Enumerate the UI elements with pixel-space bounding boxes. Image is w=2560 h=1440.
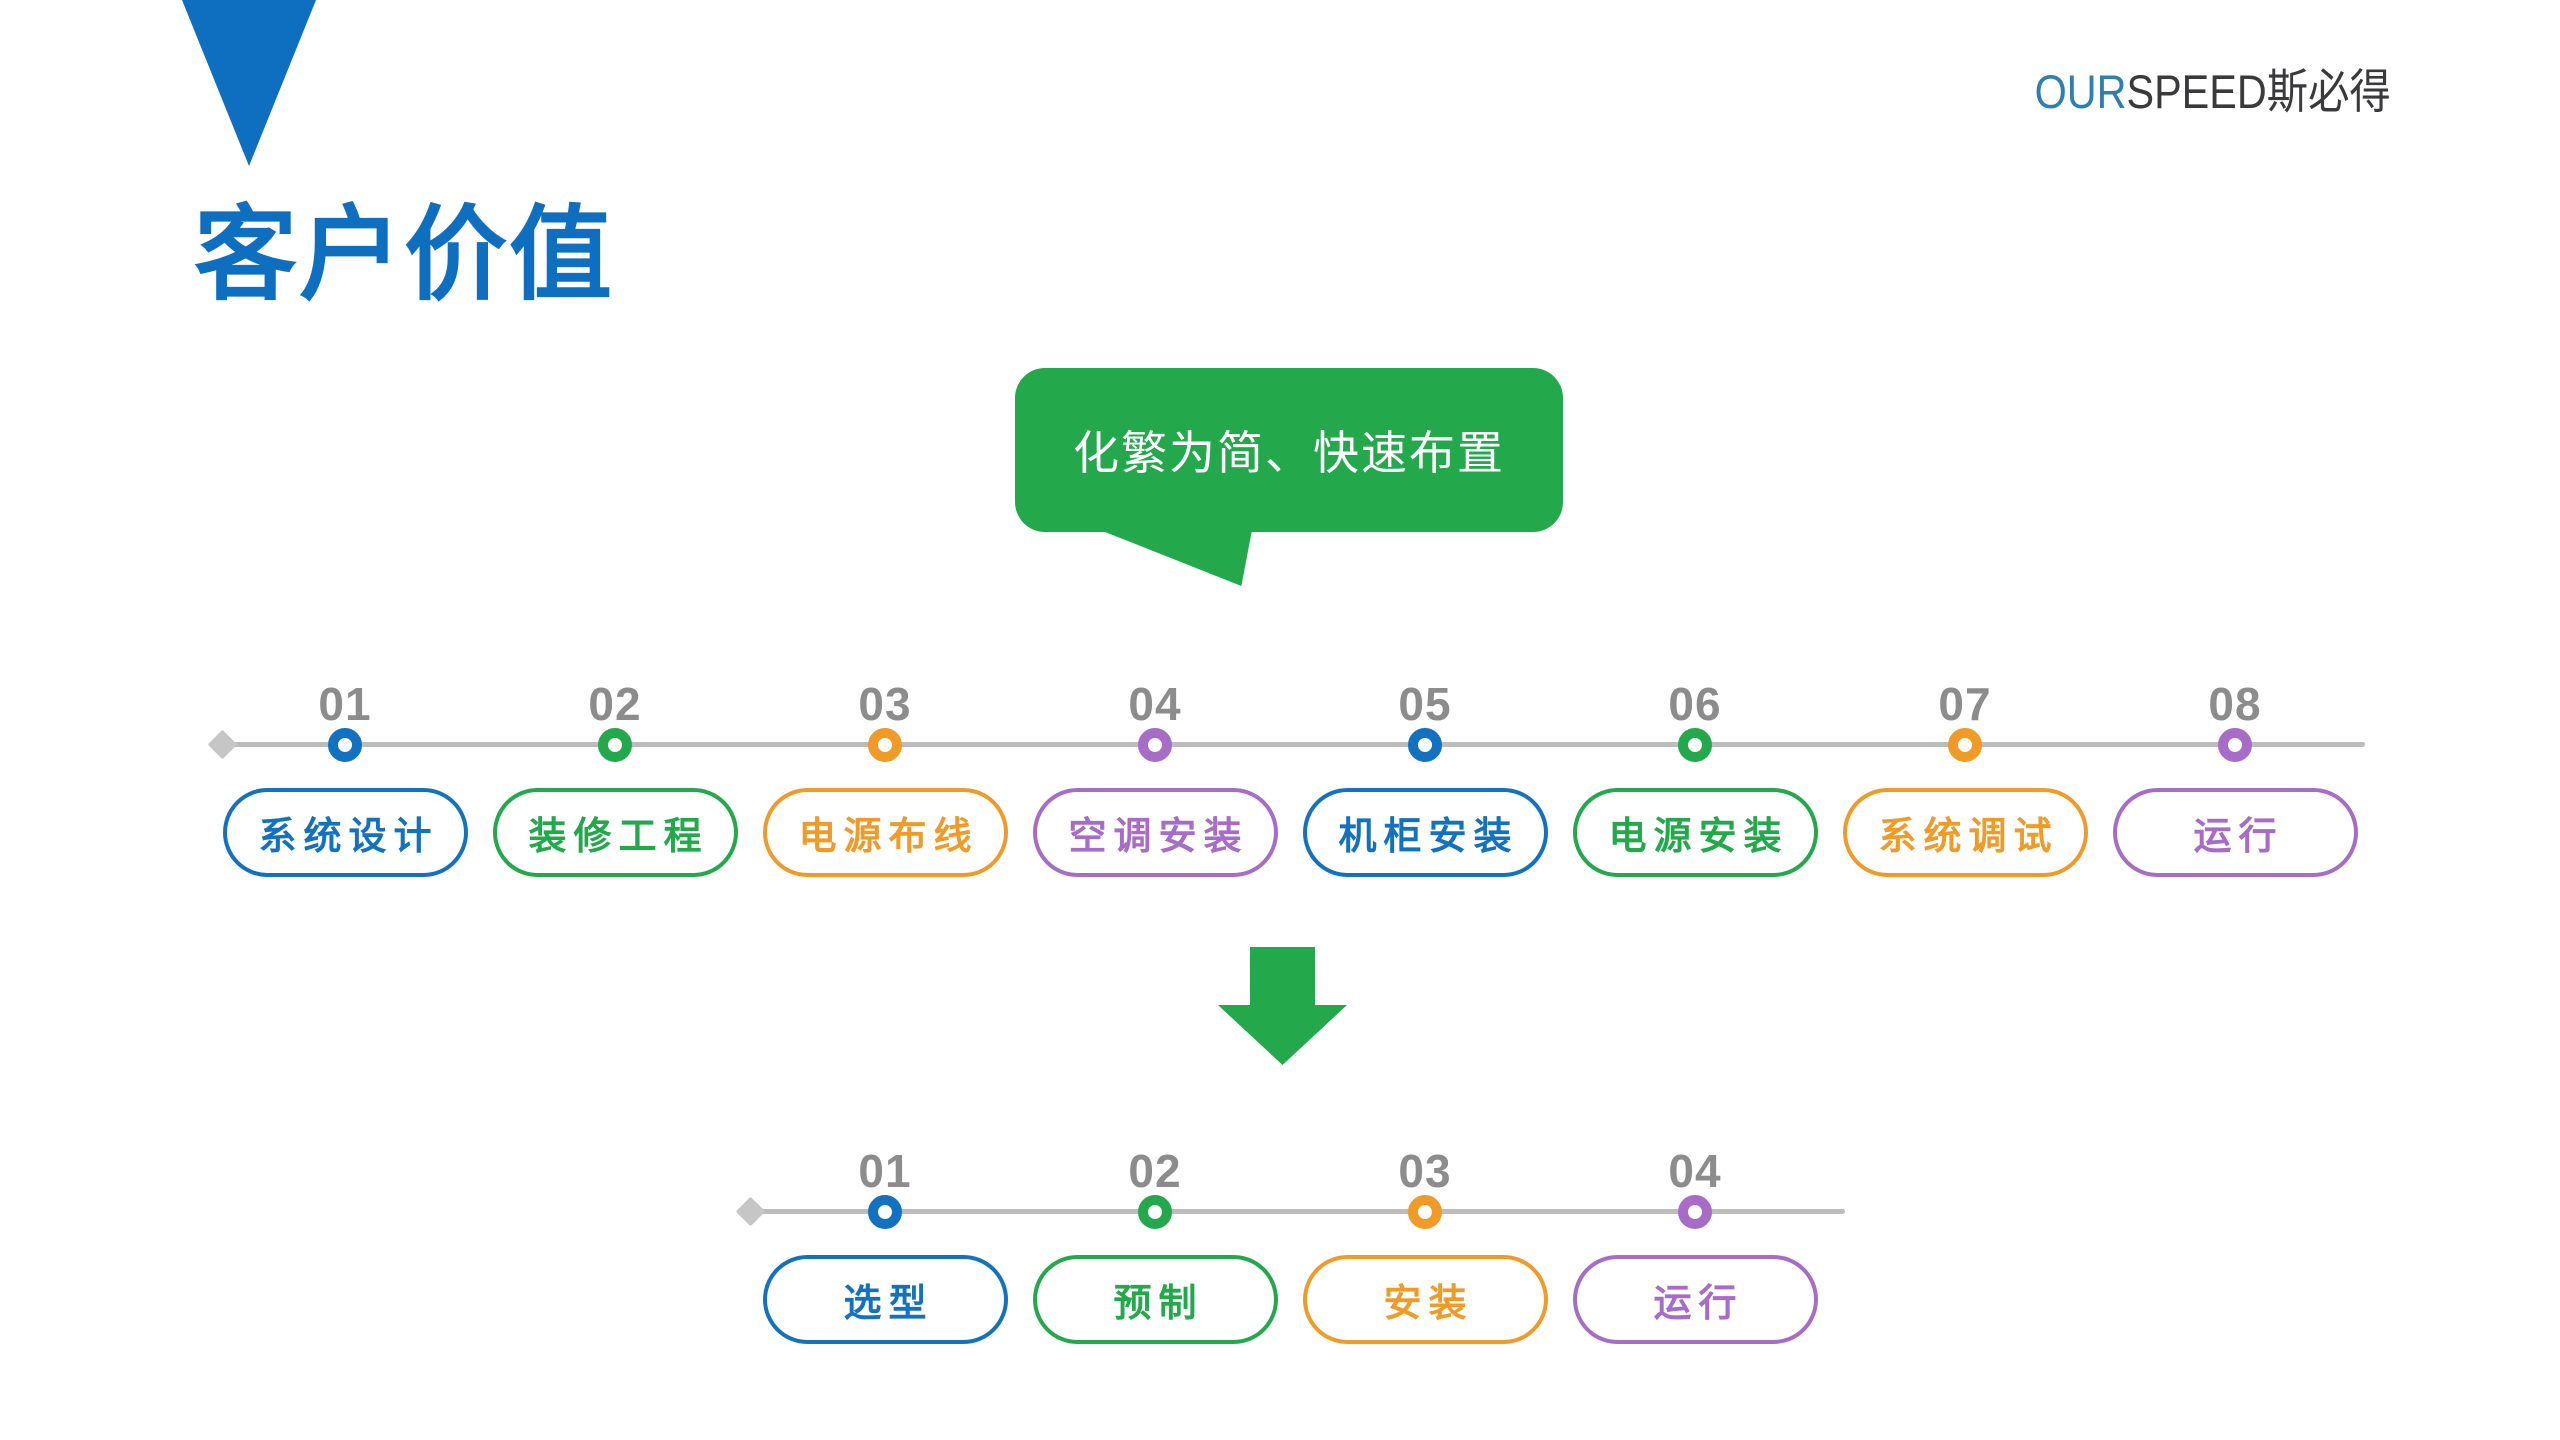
step-label-pill: 运行 — [2112, 788, 2358, 877]
step-marker-dot — [328, 728, 362, 762]
timeline-step-3: 03 安装 — [1290, 1147, 1560, 1344]
step-number: 03 — [858, 678, 912, 730]
step-number: 04 — [1668, 1145, 1722, 1197]
step-marker-dot — [868, 728, 902, 762]
timeline-simplified: 01 选型 02 预制 03 安装 04 — [735, 1147, 1845, 1362]
step-marker-dot — [868, 1195, 902, 1229]
step-label-pill: 系统设计 — [222, 788, 468, 877]
step-label: 空调安装 — [1068, 816, 1249, 858]
step-label-pill: 安装 — [1302, 1255, 1548, 1344]
step-marker-dot — [1138, 728, 1172, 762]
brand-logo: OURSPEED斯必得 — [2035, 66, 2391, 118]
callout-text: 化繁为简、快速布置 — [1073, 427, 1505, 479]
step-label: 安装 — [1383, 1283, 1474, 1325]
step-marker-dot — [598, 728, 632, 762]
step-label: 预制 — [1113, 1283, 1204, 1325]
callout-bubble-tail — [1100, 530, 1252, 586]
step-number: 01 — [858, 1145, 912, 1197]
down-arrow-icon — [1218, 947, 1347, 1065]
step-marker-dot — [1408, 1195, 1442, 1229]
step-label: 选型 — [843, 1283, 934, 1325]
step-number: 02 — [1128, 1145, 1182, 1197]
step-label-pill: 装修工程 — [492, 788, 738, 877]
step-label: 机柜安装 — [1338, 816, 1519, 858]
timeline-step-3: 03 电源布线 — [750, 680, 1020, 877]
step-marker-dot — [1678, 1195, 1712, 1229]
brand-logo-suffix: SPEED斯必得 — [2126, 65, 2391, 118]
step-number: 03 — [1398, 1145, 1452, 1197]
step-marker-dot — [1408, 728, 1442, 762]
step-label: 电源安装 — [1608, 816, 1789, 858]
timeline-steps: 01 选型 02 预制 03 安装 04 — [750, 1147, 1830, 1344]
timeline-axis-line — [215, 742, 2365, 747]
timeline-step-2: 02 预制 — [1020, 1147, 1290, 1344]
step-label: 电源布线 — [798, 816, 979, 858]
step-marker-dot — [2218, 728, 2252, 762]
timeline-detailed: 01 系统设计 02 装修工程 03 电源布线 — [207, 680, 2370, 895]
timeline-steps: 01 系统设计 02 装修工程 03 电源布线 — [210, 680, 2370, 877]
page-title: 客户价值 — [194, 197, 614, 312]
timeline-axis-line — [745, 1209, 1845, 1214]
step-label-pill: 运行 — [1572, 1255, 1818, 1344]
step-marker-dot — [1948, 728, 1982, 762]
step-label-pill: 空调安装 — [1032, 788, 1278, 877]
step-label-pill: 电源布线 — [762, 788, 1008, 877]
timeline-step-1: 01 系统设计 — [210, 680, 480, 877]
timeline-step-1: 01 选型 — [750, 1147, 1020, 1344]
step-label-pill: 电源安装 — [1572, 788, 1818, 877]
brand-logo-prefix: OUR — [2034, 65, 2127, 118]
step-label: 系统调试 — [1878, 816, 2059, 858]
step-label-pill: 机柜安装 — [1302, 788, 1548, 877]
step-number: 08 — [2208, 678, 2262, 730]
timeline-step-4: 04 运行 — [1560, 1147, 1830, 1344]
step-number: 07 — [1938, 678, 1992, 730]
timeline-step-8: 08 运行 — [2100, 680, 2370, 877]
step-number: 04 — [1128, 678, 1182, 730]
step-number: 06 — [1668, 678, 1722, 730]
timeline-step-2: 02 装修工程 — [480, 680, 750, 877]
corner-triangle-decoration — [182, 0, 316, 166]
step-label: 运行 — [1653, 1283, 1744, 1325]
step-label: 系统设计 — [258, 816, 439, 858]
timeline-step-4: 04 空调安装 — [1020, 680, 1290, 877]
step-label-pill: 预制 — [1032, 1255, 1278, 1344]
step-number: 02 — [588, 678, 642, 730]
step-marker-dot — [1138, 1195, 1172, 1229]
timeline-step-6: 06 电源安装 — [1560, 680, 1830, 877]
callout-bubble: 化繁为简、快速布置 — [1015, 368, 1563, 532]
step-number: 01 — [318, 678, 372, 730]
step-label: 装修工程 — [528, 816, 709, 858]
timeline-step-5: 05 机柜安装 — [1290, 680, 1560, 877]
step-marker-dot — [1678, 728, 1712, 762]
step-number: 05 — [1398, 678, 1452, 730]
timeline-step-7: 07 系统调试 — [1830, 680, 2100, 877]
step-label-pill: 系统调试 — [1842, 788, 2088, 877]
step-label-pill: 选型 — [762, 1255, 1008, 1344]
step-label: 运行 — [2193, 816, 2284, 858]
